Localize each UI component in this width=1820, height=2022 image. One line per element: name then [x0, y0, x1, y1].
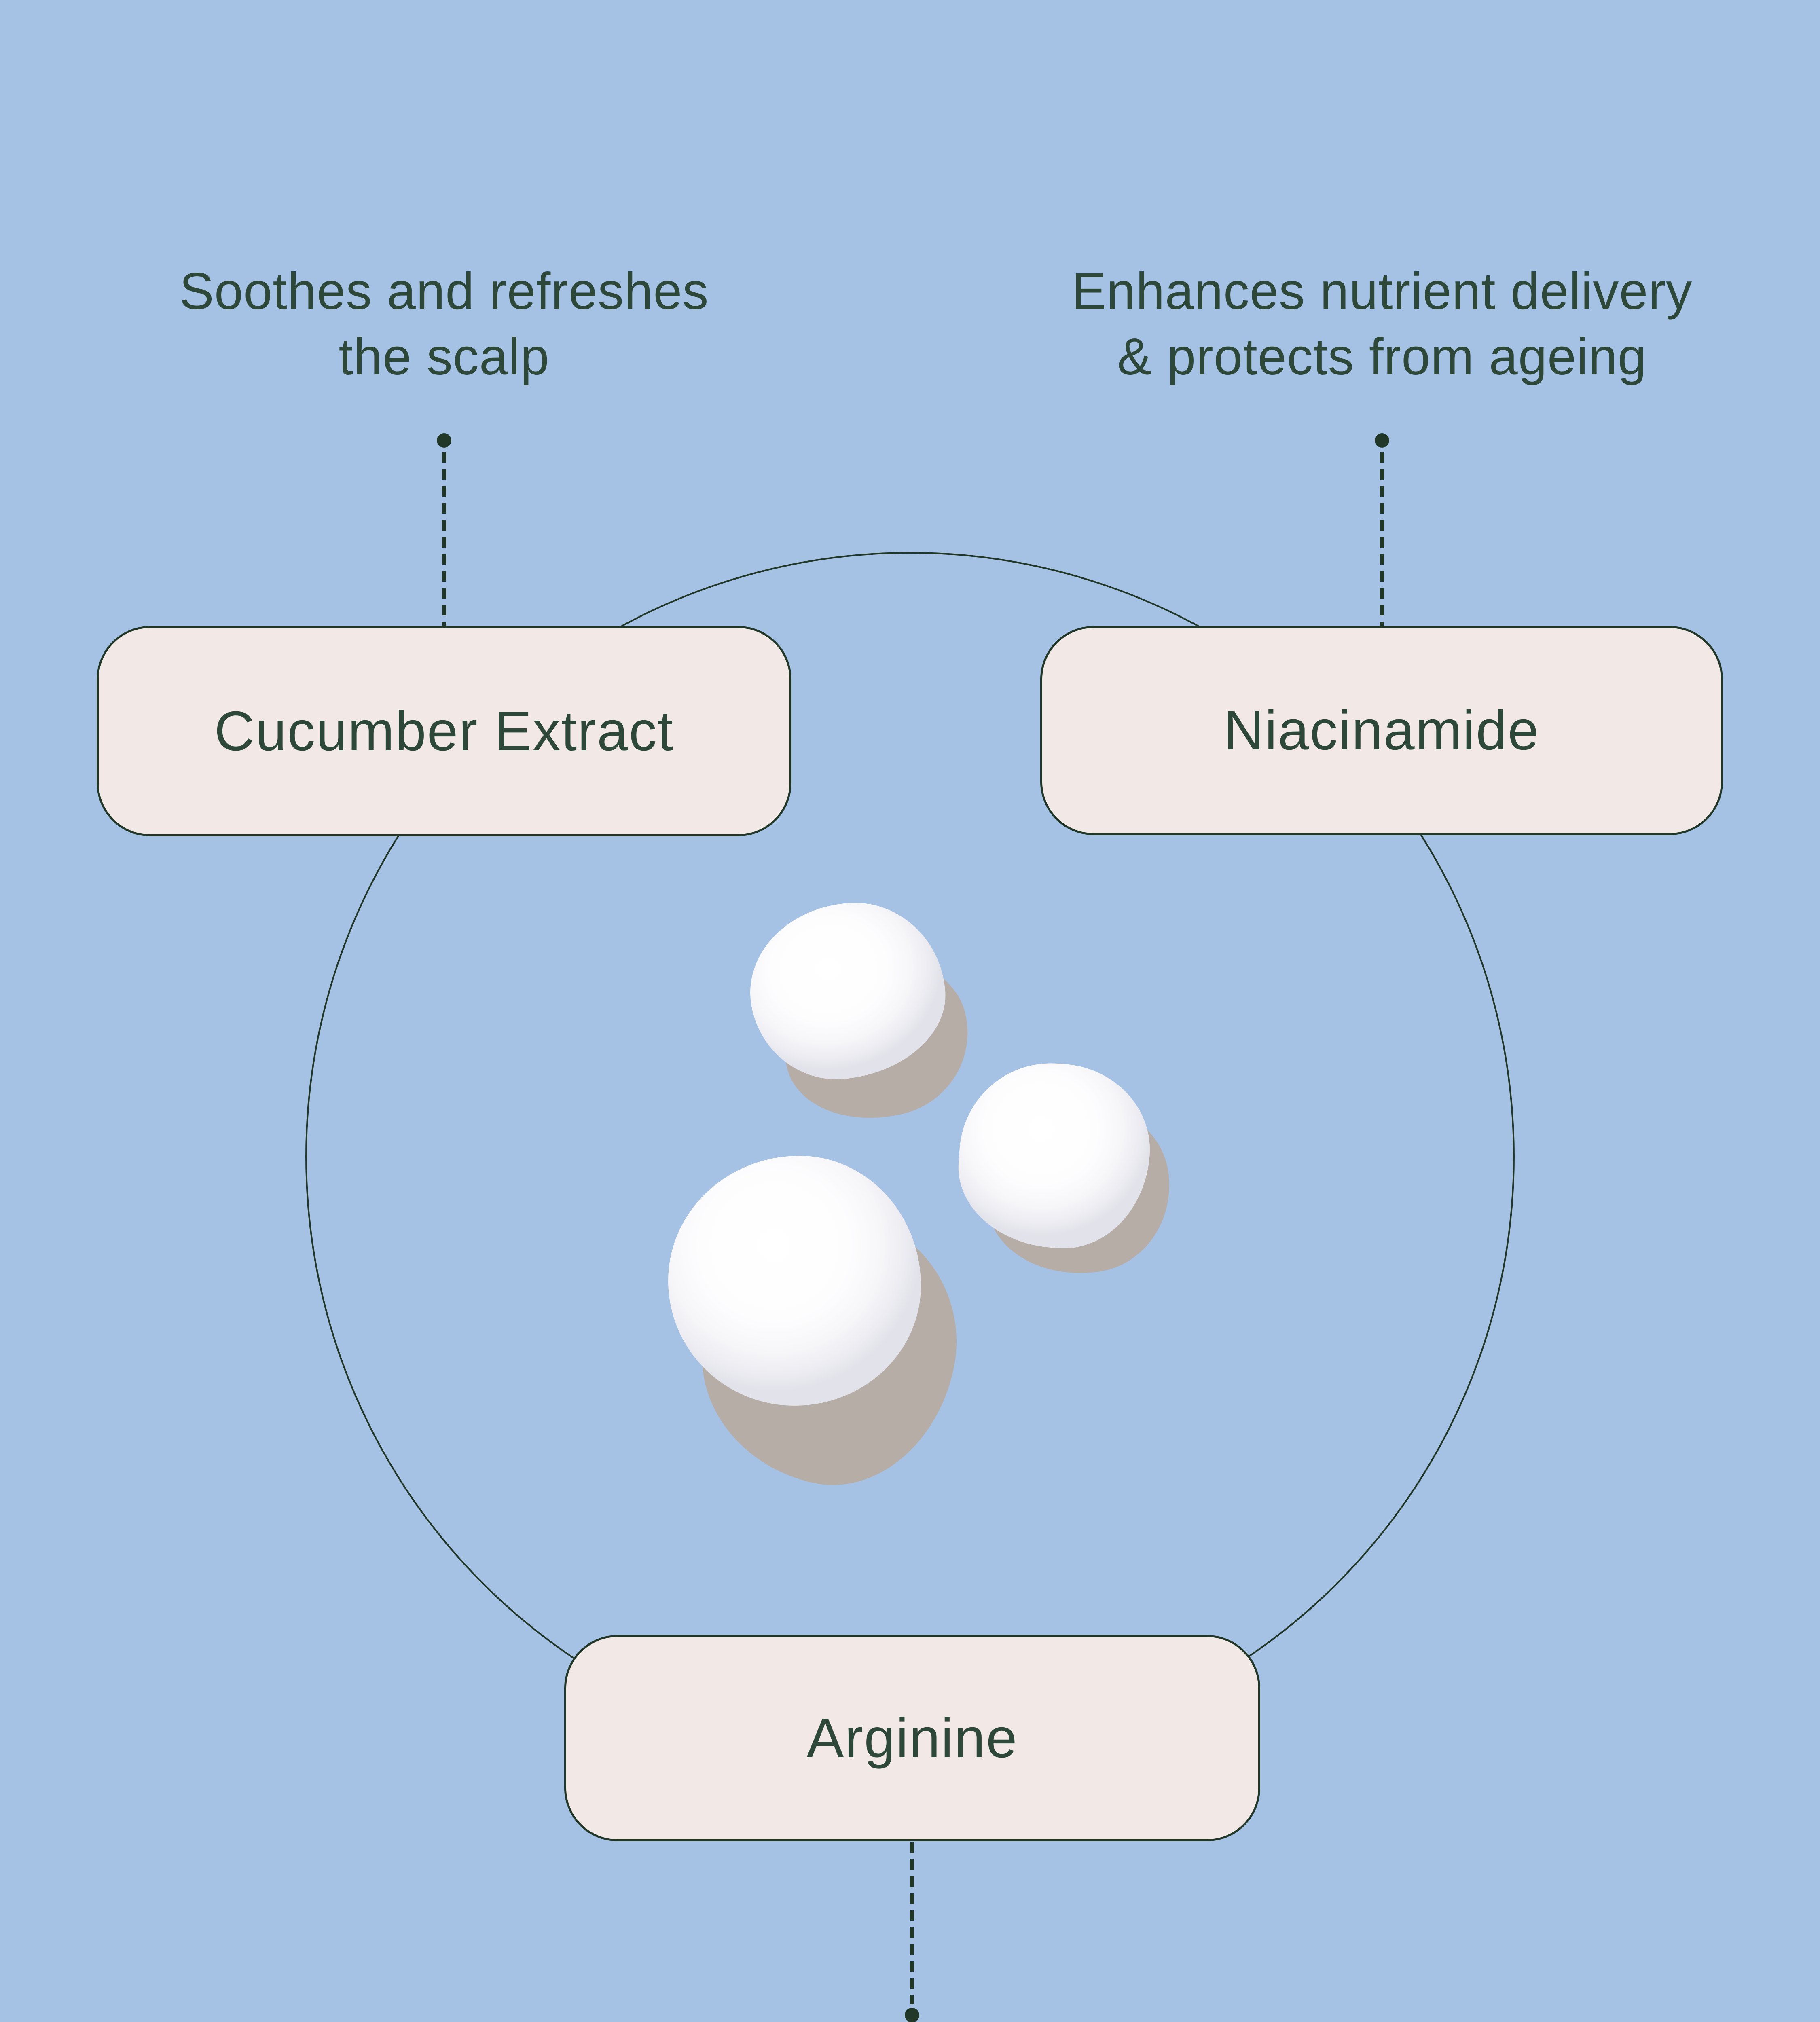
connector-dot-right	[1375, 433, 1389, 448]
cream-drop-blob	[668, 1156, 921, 1406]
connector-dot-bottom	[905, 2008, 919, 2022]
ingredient-label-cucumber-extract: Cucumber Extract	[214, 700, 674, 762]
connector-dashed-line-left	[442, 452, 446, 626]
ingredient-box-cucumber-extract: Cucumber Extract	[97, 626, 791, 836]
connector-dashed-line-bottom	[910, 1842, 914, 2004]
ingredient-label-arginine: Arginine	[806, 1707, 1018, 1769]
benefit-text-nutrient-delivery: Enhances nutrient delivery & protects fr…	[1071, 262, 1693, 386]
cream-drop-large	[668, 1156, 981, 1507]
ingredient-box-niacinamide: Niacinamide	[1040, 626, 1723, 835]
connector-dot-left	[437, 433, 451, 448]
cream-drop-right	[953, 1057, 1181, 1286]
connector-dashed-line-right	[1380, 452, 1384, 626]
cream-drop-top	[739, 891, 985, 1138]
benefit-text-soothes-scalp: Soothes and refreshes the scalp	[179, 262, 709, 386]
ingredient-box-arginine: Arginine	[564, 1635, 1260, 1841]
ingredient-label-niacinamide: Niacinamide	[1223, 699, 1540, 761]
